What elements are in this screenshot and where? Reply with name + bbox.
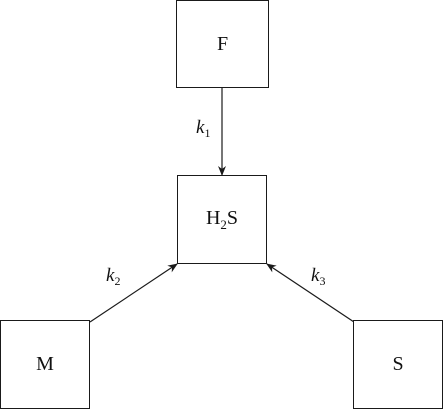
node-h2s: H2S [177, 175, 267, 264]
node-m: M [0, 320, 90, 409]
rate-label-k3: k3 [311, 265, 326, 288]
node-f: F [176, 0, 269, 88]
node-s-label: S [392, 353, 404, 375]
node-s: S [353, 320, 443, 409]
rate-label-k2: k2 [106, 265, 121, 288]
arrow-s-to-h2s [266, 263, 355, 323]
node-h2s-label: H2S [205, 206, 239, 232]
arrow-m-to-h2s [89, 263, 178, 323]
rate-label-k1: k1 [196, 117, 211, 140]
node-m-label: M [36, 353, 54, 375]
node-f-label: F [216, 32, 229, 55]
